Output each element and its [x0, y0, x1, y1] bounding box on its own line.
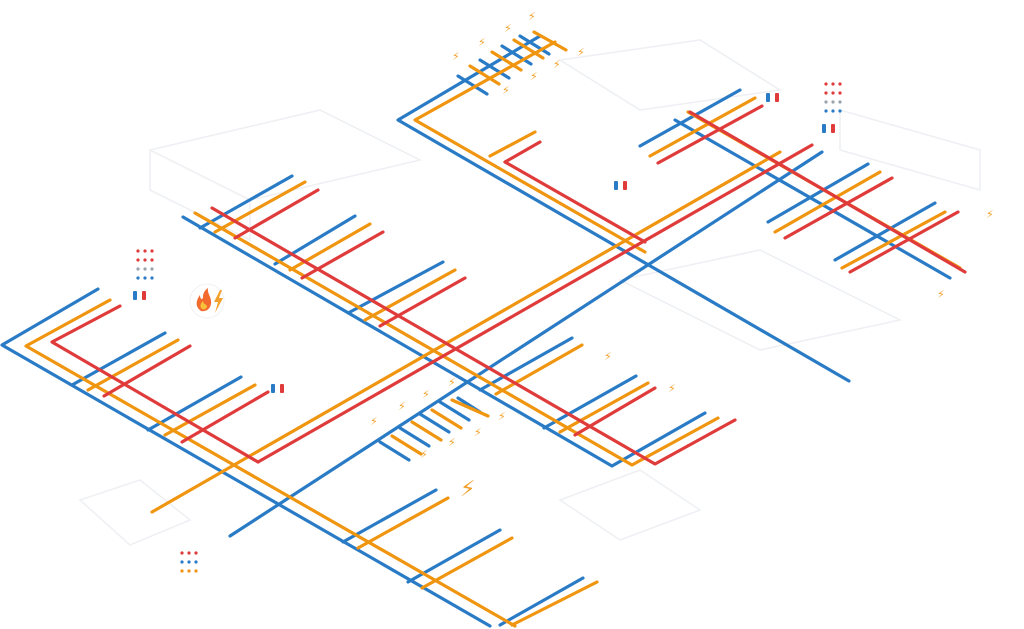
lightning-bolt-icon: ⚡	[986, 208, 994, 221]
lightning-bolt-icon: ⚡	[553, 58, 561, 71]
lightning-bolt-icon: ⚡	[498, 410, 506, 423]
lightning-bolt-icon: ⚡	[422, 388, 430, 401]
sensor-panel-icon	[824, 82, 842, 113]
flow-pipes	[50, 104, 967, 466]
meter-icon	[271, 384, 284, 393]
building-outlines	[78, 39, 981, 546]
sensor-panel-icon	[136, 249, 154, 280]
supply-pipes	[0, 34, 952, 628]
meter-icons	[133, 93, 835, 393]
lightning-bolt-icon: ⚡	[448, 376, 456, 389]
flame-icon	[189, 283, 225, 319]
meter-icon	[766, 93, 779, 102]
lightning-bolt-icon: ⚡	[528, 10, 536, 23]
lightning-bolt-icon: ⚡	[460, 477, 475, 502]
lightning-bolt-icon: ⚡	[420, 448, 428, 461]
lightning-bolt-icon: ⚡	[668, 382, 676, 395]
meter-icon	[822, 124, 835, 133]
lightning-bolt-icon: ⚡	[504, 22, 512, 35]
lightning-bolt-icon: ⚡	[370, 415, 378, 428]
lightning-bolt-icon: ⚡	[452, 50, 460, 63]
sensor-panel-icon	[180, 551, 198, 573]
lightning-bolt-icon: ⚡	[530, 70, 538, 83]
meter-icon	[614, 181, 627, 190]
lightning-bolt-icon: ⚡	[474, 426, 482, 439]
lightning-bolt-icon: ⚡	[604, 350, 612, 363]
lightning-bolt-icon: ⚡	[398, 400, 406, 413]
lightning-bolt-icon: ⚡	[577, 46, 585, 59]
lightning-bolt-icon: ⚡	[478, 36, 486, 49]
lightning-bolt-icon: ⚡	[502, 84, 510, 97]
sensor-panel-icons	[136, 82, 842, 573]
lightning-bolt-icon: ⚡	[937, 288, 945, 301]
meter-icon	[133, 291, 146, 300]
lightning-bolt-icon: ⚡	[448, 436, 456, 449]
lightning-bolt-icons: ⚡ ⚡ ⚡ ⚡ ⚡ ⚡ ⚡ ⚡ ⚡ ⚡ ⚡ ⚡ ⚡ ⚡ ⚡ ⚡ ⚡ ⚡ ⚡ ⚡ ⚡	[370, 10, 994, 502]
